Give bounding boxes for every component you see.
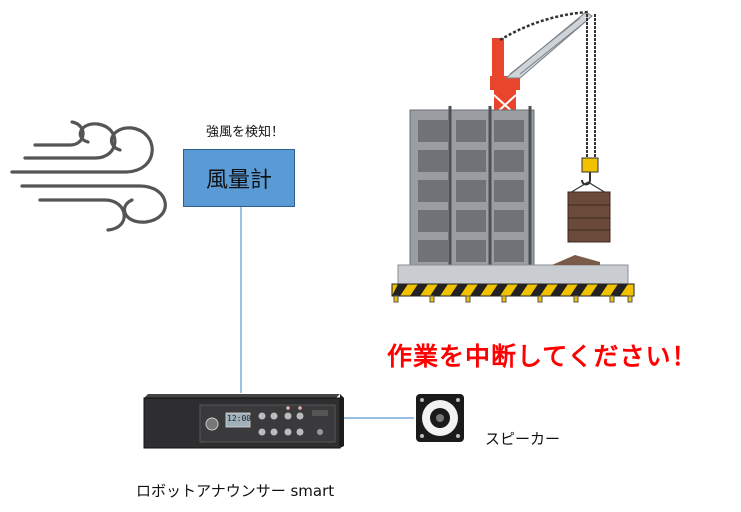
crane-icon	[490, 10, 611, 243]
anemometer-label: 風量計	[205, 168, 272, 193]
device-display: 12:00	[227, 414, 252, 423]
speaker-icon	[416, 394, 464, 442]
announcer-device-icon	[143, 394, 344, 449]
wind-icon	[10, 120, 167, 232]
anemometer-box: 風量計	[183, 149, 295, 207]
announcer-label: ロボットアナウンサー smart	[136, 482, 335, 500]
wind-detect-label: 強風を検知！	[205, 125, 284, 140]
stop-work-alert: 作業を中断してください！	[387, 342, 698, 371]
speaker-label: スピーカー	[485, 430, 561, 448]
building-icon	[391, 106, 635, 303]
